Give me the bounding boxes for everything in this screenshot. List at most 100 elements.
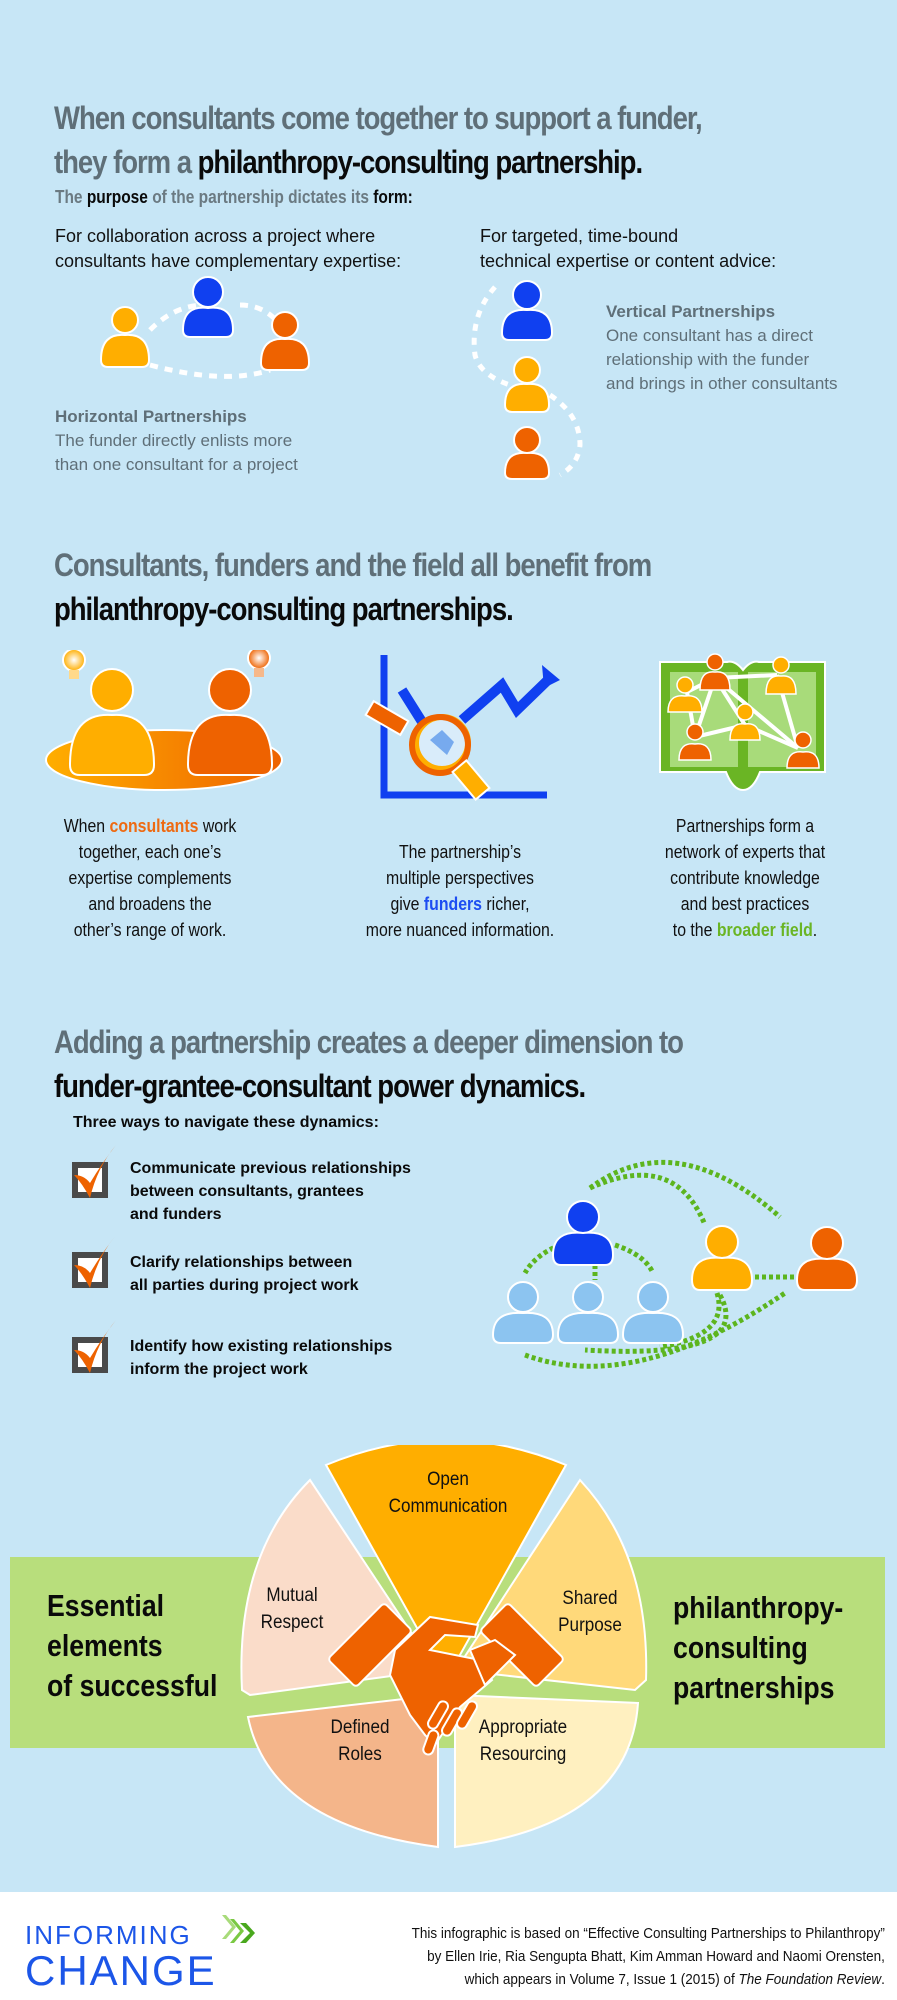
horizontal-description: Horizontal Partnerships The funder direc… bbox=[55, 405, 298, 477]
text: Shared bbox=[562, 1588, 618, 1609]
text: . bbox=[812, 920, 818, 940]
person-consultant-orange-icon bbox=[795, 1226, 859, 1291]
text: network of experts that bbox=[664, 842, 826, 862]
essential-elements-pie bbox=[240, 1445, 648, 1849]
benefit-caption-consultants: When consultants work together, each one… bbox=[44, 813, 255, 943]
text: by Ellen Irie, Ria Sengupta Bhatt, Kim A… bbox=[427, 1948, 885, 1965]
text: One consultant has a direct bbox=[606, 326, 813, 345]
text: partnerships bbox=[673, 1670, 835, 1705]
vertical-intro: For targeted, time-bound technical exper… bbox=[480, 224, 776, 274]
text: of the partnership dictates its bbox=[147, 187, 374, 207]
text: elements bbox=[47, 1628, 163, 1663]
text: For collaboration across a project where bbox=[55, 226, 376, 246]
text: Partnerships form a bbox=[675, 816, 815, 836]
text: relationship with the funder bbox=[606, 350, 810, 369]
person-blue-icon bbox=[500, 280, 554, 341]
person-orange-icon bbox=[259, 311, 311, 371]
checkbox-checked-icon bbox=[72, 1320, 116, 1373]
text: other’s range of work. bbox=[73, 920, 227, 940]
text: all parties during project work bbox=[130, 1277, 359, 1294]
person-blue-icon bbox=[181, 276, 235, 338]
text: between consultants, grantees bbox=[130, 1183, 364, 1200]
lightbulb-icon bbox=[62, 650, 86, 679]
text: give bbox=[390, 894, 424, 914]
pie-slice-appropriate-resourcing bbox=[454, 1693, 640, 1849]
text: The funder directly enlists more bbox=[55, 431, 293, 450]
handshake-icon bbox=[328, 1603, 564, 1756]
text: inform the project work bbox=[130, 1361, 308, 1378]
heading-emphasis: philanthropy-consulting partnerships. bbox=[54, 591, 514, 627]
power-dynamics-network-icon bbox=[491, 1160, 859, 1369]
text: This infographic is based on “Effective … bbox=[411, 1925, 885, 1942]
person-consultant-yellow-icon bbox=[690, 1225, 754, 1291]
informing-change-logo: INFORMING CHANGE bbox=[25, 1920, 217, 1994]
way-item-3: Identify how existing relationships info… bbox=[130, 1335, 392, 1381]
citation: This infographic is based on “Effective … bbox=[412, 1922, 885, 1991]
section1-heading: When consultants come together to suppor… bbox=[54, 96, 703, 184]
heading-line: Consultants, funders and the field all b… bbox=[54, 547, 652, 583]
text: consulting bbox=[673, 1630, 808, 1665]
person-grantee-icon bbox=[621, 1281, 685, 1344]
text: Communication bbox=[388, 1496, 508, 1517]
element-label-defined-roles: Defined Roles bbox=[315, 1714, 405, 1768]
person-yellow-icon bbox=[99, 306, 151, 368]
highlight-consultants: consultants bbox=[109, 816, 199, 836]
text: purpose bbox=[86, 187, 148, 207]
heading-line: When consultants come together to suppor… bbox=[54, 100, 703, 136]
text: of successful bbox=[47, 1668, 218, 1703]
text: than one consultant for a project bbox=[55, 455, 298, 474]
text: and funders bbox=[130, 1206, 222, 1223]
person-orange-icon bbox=[503, 426, 551, 480]
benefit-caption-funders: The partnership’s multiple perspectives … bbox=[346, 839, 575, 943]
text: more nuanced information. bbox=[365, 920, 555, 940]
text: consultants have complementary expertise… bbox=[55, 251, 402, 271]
section3-heading: Adding a partnership creates a deeper di… bbox=[54, 1020, 684, 1108]
person-yellow-icon bbox=[503, 356, 551, 413]
text: Essential bbox=[47, 1588, 165, 1623]
text: Purpose bbox=[558, 1615, 622, 1636]
text: For targeted, time-bound bbox=[480, 226, 679, 246]
text: technical expertise or content advice: bbox=[480, 251, 777, 271]
person-grantee-icon bbox=[556, 1281, 620, 1344]
element-label-open-communication: Open Communication bbox=[349, 1466, 547, 1520]
vertical-partnership-icon bbox=[471, 280, 583, 480]
vertical-title: Vertical Partnerships bbox=[606, 302, 776, 321]
horizontal-intro: For collaboration across a project where… bbox=[55, 224, 401, 274]
text: Resourcing bbox=[479, 1744, 567, 1765]
benefit-caption-field: Partnerships form a network of experts t… bbox=[635, 813, 855, 943]
text: form: bbox=[373, 187, 413, 207]
person-funder-blue-icon bbox=[551, 1200, 615, 1266]
consultants-table-icon bbox=[45, 650, 283, 791]
checkbox-checked-icon bbox=[72, 1145, 116, 1198]
element-label-shared-purpose: Shared Purpose bbox=[541, 1585, 640, 1639]
highlight-broader-field: broader field bbox=[716, 920, 813, 940]
person-grantee-icon bbox=[491, 1281, 555, 1344]
text: and brings in other consultants bbox=[606, 374, 838, 393]
essential-elements-left-text: Essential elements of successful bbox=[47, 1586, 217, 1706]
heading-line: Adding a partnership creates a deeper di… bbox=[54, 1024, 684, 1060]
element-label-appropriate-resourcing: Appropriate Resourcing bbox=[456, 1714, 591, 1768]
text: and broadens the bbox=[88, 894, 212, 914]
person-orange-icon bbox=[186, 668, 274, 776]
logo-text: INFORMING bbox=[25, 1920, 192, 1950]
highlight-funders: funders bbox=[423, 894, 482, 914]
text: to the bbox=[672, 920, 717, 940]
pie-slice-defined-roles bbox=[246, 1693, 439, 1849]
text: The bbox=[55, 187, 87, 207]
heading-line: they form a bbox=[54, 144, 198, 180]
text: Communicate previous relationships bbox=[130, 1160, 411, 1177]
text: multiple perspectives bbox=[386, 868, 534, 888]
text: together, each one’s bbox=[78, 842, 222, 862]
heading-emphasis: funder-grantee-consultant power dynamics… bbox=[54, 1068, 586, 1104]
network-book-icon bbox=[659, 653, 826, 792]
text: which appears in Volume 7, Issue 1 (2015… bbox=[464, 1971, 739, 1988]
text: and best practices bbox=[680, 894, 810, 914]
pie-slice-open-communication bbox=[324, 1445, 568, 1683]
purpose-statement: The purpose of the partnership dictates … bbox=[55, 187, 413, 208]
text: . bbox=[881, 1971, 885, 1988]
text: The partnership’s bbox=[398, 842, 522, 862]
vertical-description: Vertical Partnerships One consultant has… bbox=[606, 300, 838, 396]
text: Appropriate bbox=[478, 1717, 568, 1738]
logo-text: CHANGE bbox=[25, 1947, 217, 1994]
section2-heading: Consultants, funders and the field all b… bbox=[54, 543, 652, 631]
